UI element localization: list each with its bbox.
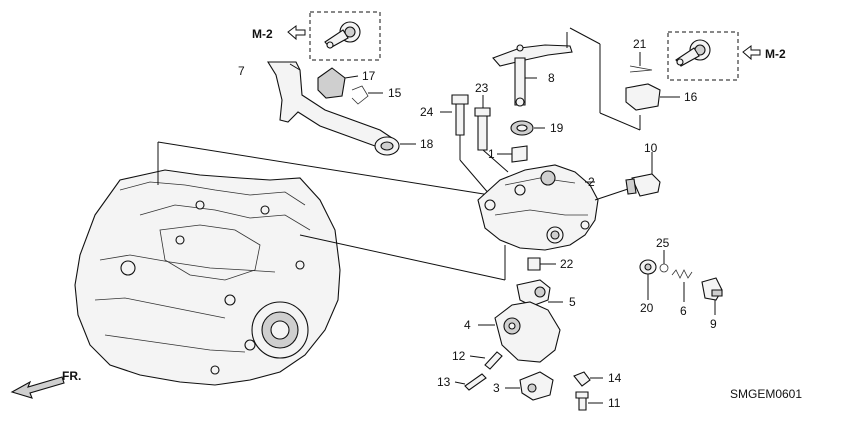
boot-17	[317, 67, 346, 99]
bolt-9	[701, 277, 723, 315]
callout-3: 3	[493, 381, 500, 395]
callout-22: 22	[560, 257, 574, 271]
clip-15	[351, 85, 369, 105]
callout-1: 1	[488, 147, 495, 161]
callout-8: 8	[548, 71, 555, 85]
switch-10	[625, 152, 661, 197]
callout-16: 16	[684, 90, 698, 104]
pin-13	[454, 373, 487, 391]
lever-plate-4	[478, 301, 561, 363]
callout-14: 14	[608, 371, 622, 385]
case-leaders	[157, 141, 506, 281]
dowel-22	[527, 257, 556, 271]
bolt-11	[575, 391, 603, 411]
ring-25	[659, 250, 669, 273]
callout-4: 4	[464, 318, 471, 332]
transmission-case	[74, 169, 341, 386]
callout-20: 20	[640, 301, 654, 315]
callout-6: 6	[680, 304, 687, 318]
callout-7: 7	[238, 64, 245, 78]
callout-24: 24	[420, 105, 434, 119]
shift-housing-2	[477, 164, 641, 251]
spring-6	[671, 269, 693, 302]
seal-18	[374, 136, 416, 156]
fork-3	[505, 371, 554, 401]
front-marker-label: FR.	[62, 369, 81, 383]
callout-13: 13	[437, 375, 451, 389]
bearing-19	[510, 120, 545, 136]
callout-25: 25	[656, 236, 670, 250]
inset-m2-right	[667, 31, 761, 81]
detent-5	[516, 279, 563, 307]
callout-18: 18	[420, 137, 434, 151]
callout-17: 17	[362, 69, 376, 83]
pin-12	[469, 351, 503, 370]
arm-8	[492, 32, 573, 107]
callout-19: 19	[550, 121, 564, 135]
callout-2: 2	[588, 175, 595, 189]
bolt-23	[474, 95, 491, 151]
callout-5: 5	[569, 295, 576, 309]
bolt-24	[440, 94, 469, 136]
callout-21: 21	[633, 37, 647, 51]
callout-12: 12	[452, 349, 466, 363]
inset-m2-left	[287, 11, 381, 61]
callout-10: 10	[644, 141, 658, 155]
washer-14	[573, 371, 603, 387]
callout-11: 11	[608, 396, 621, 410]
dowel-1	[497, 145, 528, 163]
pin-21	[629, 65, 653, 73]
diagram-id: SMGEM0601	[730, 387, 802, 401]
callout-9: 9	[710, 317, 717, 331]
front-arrow: FR.	[10, 369, 81, 399]
ref-right-label: M-2	[765, 47, 786, 61]
washer-20	[639, 259, 657, 300]
callout-15: 15	[388, 86, 402, 100]
cap-16	[625, 83, 661, 111]
callout-23: 23	[475, 81, 489, 95]
ref-left-label: M-2	[252, 27, 273, 41]
